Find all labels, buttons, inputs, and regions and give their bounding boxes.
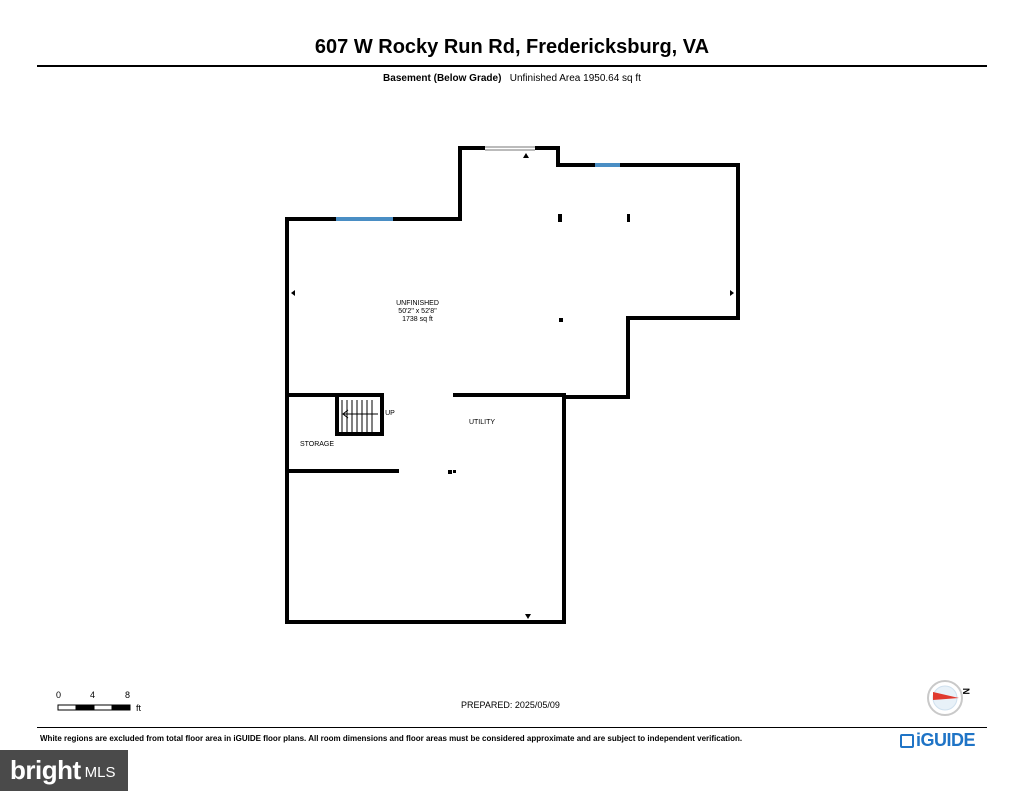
post bbox=[448, 470, 452, 474]
scale-segment bbox=[57, 704, 77, 711]
watermark-suffix: MLS bbox=[84, 764, 116, 781]
prepared-date: PREPARED: 2025/05/09 bbox=[461, 700, 560, 710]
room-name: UNFINISHED bbox=[396, 300, 439, 307]
scale-segment bbox=[75, 704, 95, 711]
scale-tick-8: 8 bbox=[125, 690, 131, 700]
watermark-brand: bright bbox=[10, 755, 81, 785]
compass-letter: N bbox=[961, 688, 971, 695]
scale-tick-0: 0 bbox=[56, 690, 62, 700]
scale-segment bbox=[93, 704, 113, 711]
post bbox=[559, 318, 563, 322]
bright-mls-watermark: bright MLS bbox=[0, 750, 128, 791]
level-label: Basement (Below Grade) bbox=[383, 73, 502, 84]
brand-name: iGUIDE bbox=[916, 730, 976, 750]
floor-subtitle: Basement (Below Grade) Unfinished Area 1… bbox=[0, 73, 1024, 84]
exterior-wall bbox=[285, 146, 740, 624]
stairs-up-label: UP bbox=[385, 410, 395, 417]
scale-tick-4: 4 bbox=[90, 690, 96, 700]
wall-marker bbox=[525, 614, 531, 619]
scale-segment bbox=[111, 704, 131, 711]
post bbox=[453, 470, 456, 473]
iguide-logo-icon bbox=[900, 734, 914, 749]
page-title: 607 W Rocky Run Rd, Fredericksburg, VA bbox=[314, 36, 710, 58]
wall-marker bbox=[523, 153, 529, 158]
post bbox=[558, 214, 562, 222]
post bbox=[627, 214, 630, 222]
room-label-utility: UTILITY bbox=[468, 419, 496, 426]
area-text: Unfinished Area 1950.64 sq ft bbox=[509, 73, 641, 84]
wall-marker bbox=[730, 290, 734, 296]
compass-icon: N bbox=[927, 680, 971, 716]
scale-unit: ft bbox=[136, 703, 142, 713]
room-label-unfinished: UNFINISHED 50'2" x 52'8" 1738 sq ft bbox=[370, 300, 465, 324]
footer-divider bbox=[37, 727, 987, 728]
wall-marker bbox=[291, 290, 295, 296]
stair-arrow-head bbox=[342, 409, 349, 419]
room-dims: 50'2" x 52'8" bbox=[398, 308, 437, 315]
stair-wall bbox=[335, 396, 384, 436]
room-area: 1738 sq ft bbox=[402, 316, 433, 323]
room-label-storage: STORAGE bbox=[299, 441, 335, 448]
iguide-logo: iGUIDE bbox=[900, 730, 976, 751]
disclaimer-text: White regions are excluded from total fl… bbox=[40, 734, 743, 743]
title-divider bbox=[37, 65, 987, 67]
